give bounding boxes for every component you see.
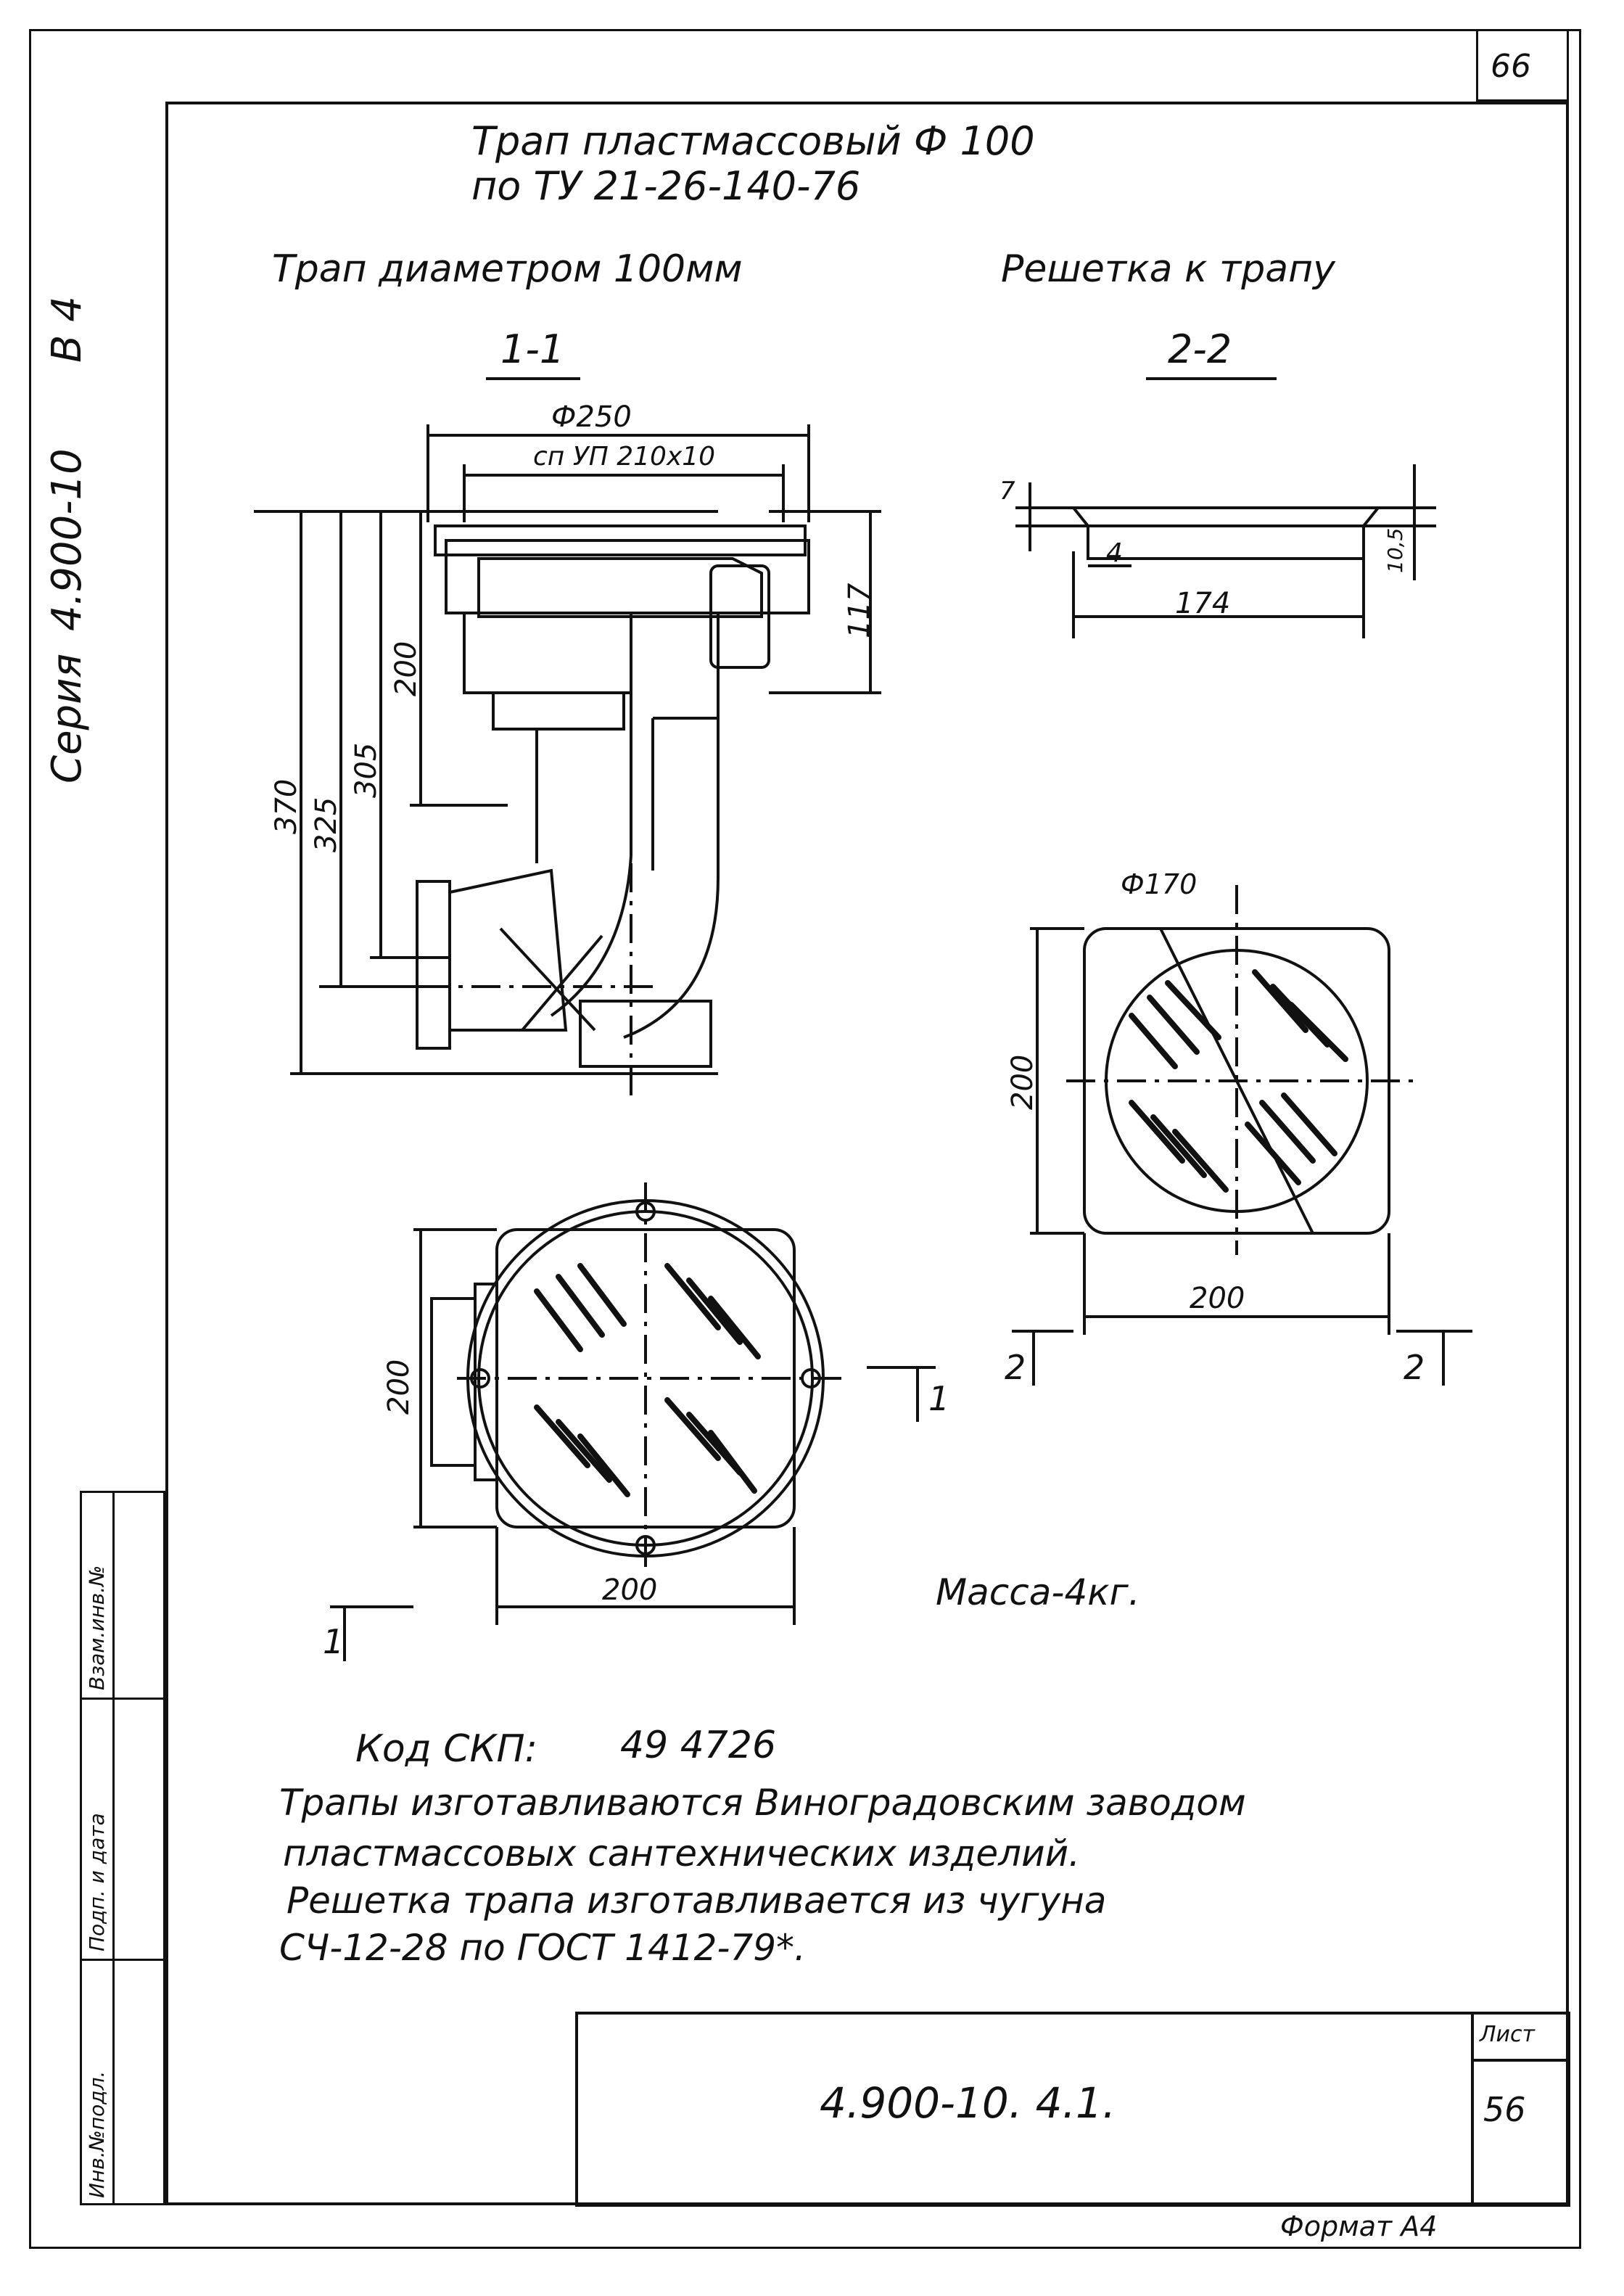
dim-g7: 7 bbox=[999, 477, 1015, 506]
dim-g4: 4 bbox=[1106, 538, 1123, 568]
side-stamp-divider bbox=[80, 1698, 165, 1700]
dim-gw200: 200 bbox=[1190, 1282, 1245, 1315]
section-1-label: 1-1 bbox=[500, 326, 565, 372]
stamp-sheet-number: 56 bbox=[1483, 2090, 1526, 2129]
dim-g105: 10,5 bbox=[1383, 527, 1407, 573]
dim-h117: 117 bbox=[843, 583, 876, 638]
cut-mark-1-bottom: 1 bbox=[323, 1622, 345, 1661]
cut-mark-2-left: 2 bbox=[1005, 1348, 1026, 1387]
dim-sp: сп УП 210х10 bbox=[533, 442, 716, 472]
stamp-sheet-label: Лист bbox=[1480, 2022, 1536, 2047]
side-stamp-divider bbox=[80, 1959, 165, 1961]
left-heading: Трап диаметром 100мм bbox=[272, 247, 743, 291]
right-heading: Решетка к трапу bbox=[1001, 247, 1335, 291]
cut-mark-2-right: 2 bbox=[1404, 1348, 1425, 1387]
dim-h325: 325 bbox=[310, 797, 343, 852]
sheet-top-number: 66 bbox=[1491, 48, 1531, 85]
cut-mark-1-right: 1 bbox=[928, 1379, 950, 1418]
stamp-code: 4.900-10. 4.1. bbox=[820, 2078, 1116, 2128]
dim-g174: 174 bbox=[1175, 587, 1231, 620]
dim-d170: Ф170 bbox=[1121, 868, 1198, 900]
title-line1: Трап пластмассовый Ф 100 bbox=[471, 118, 1035, 164]
side-stamp-box bbox=[80, 1491, 165, 2205]
dim-pw200: 200 bbox=[602, 1573, 658, 1607]
dim-h200: 200 bbox=[389, 641, 423, 696]
note-line-3: Решетка трапа изготавливается из чугуна bbox=[287, 1880, 1107, 1922]
section-2-label: 2-2 bbox=[1168, 326, 1232, 372]
dim-ph200: 200 bbox=[382, 1359, 416, 1415]
side-stamp-divider bbox=[112, 1491, 115, 2205]
dim-h370: 370 bbox=[270, 778, 303, 834]
format-label: Формат А4 bbox=[1280, 2210, 1438, 2242]
mass-label: Масса-4кг. bbox=[936, 1571, 1140, 1613]
dim-d250: Ф250 bbox=[551, 400, 632, 434]
title-line2: по ТУ 21-26-140-76 bbox=[471, 163, 861, 209]
section-1-underline bbox=[486, 377, 580, 380]
kod-label: Код СКП: bbox=[355, 1727, 538, 1771]
dim-h305: 305 bbox=[350, 742, 383, 798]
section-2-underline bbox=[1146, 377, 1277, 380]
top-number-box bbox=[1476, 29, 1569, 102]
note-line-1: Трапы изготавливаются Виноградовским зав… bbox=[279, 1782, 1246, 1824]
note-line-2: пластмассовых сантехнических изделий. bbox=[283, 1832, 1080, 1875]
outer-frame bbox=[29, 29, 1581, 2249]
dim-gh200: 200 bbox=[1006, 1054, 1039, 1110]
note-line-4: СЧ-12-28 по ГОСТ 1412-79*. bbox=[279, 1927, 806, 1969]
kod-value: 49 4726 bbox=[620, 1724, 777, 1767]
